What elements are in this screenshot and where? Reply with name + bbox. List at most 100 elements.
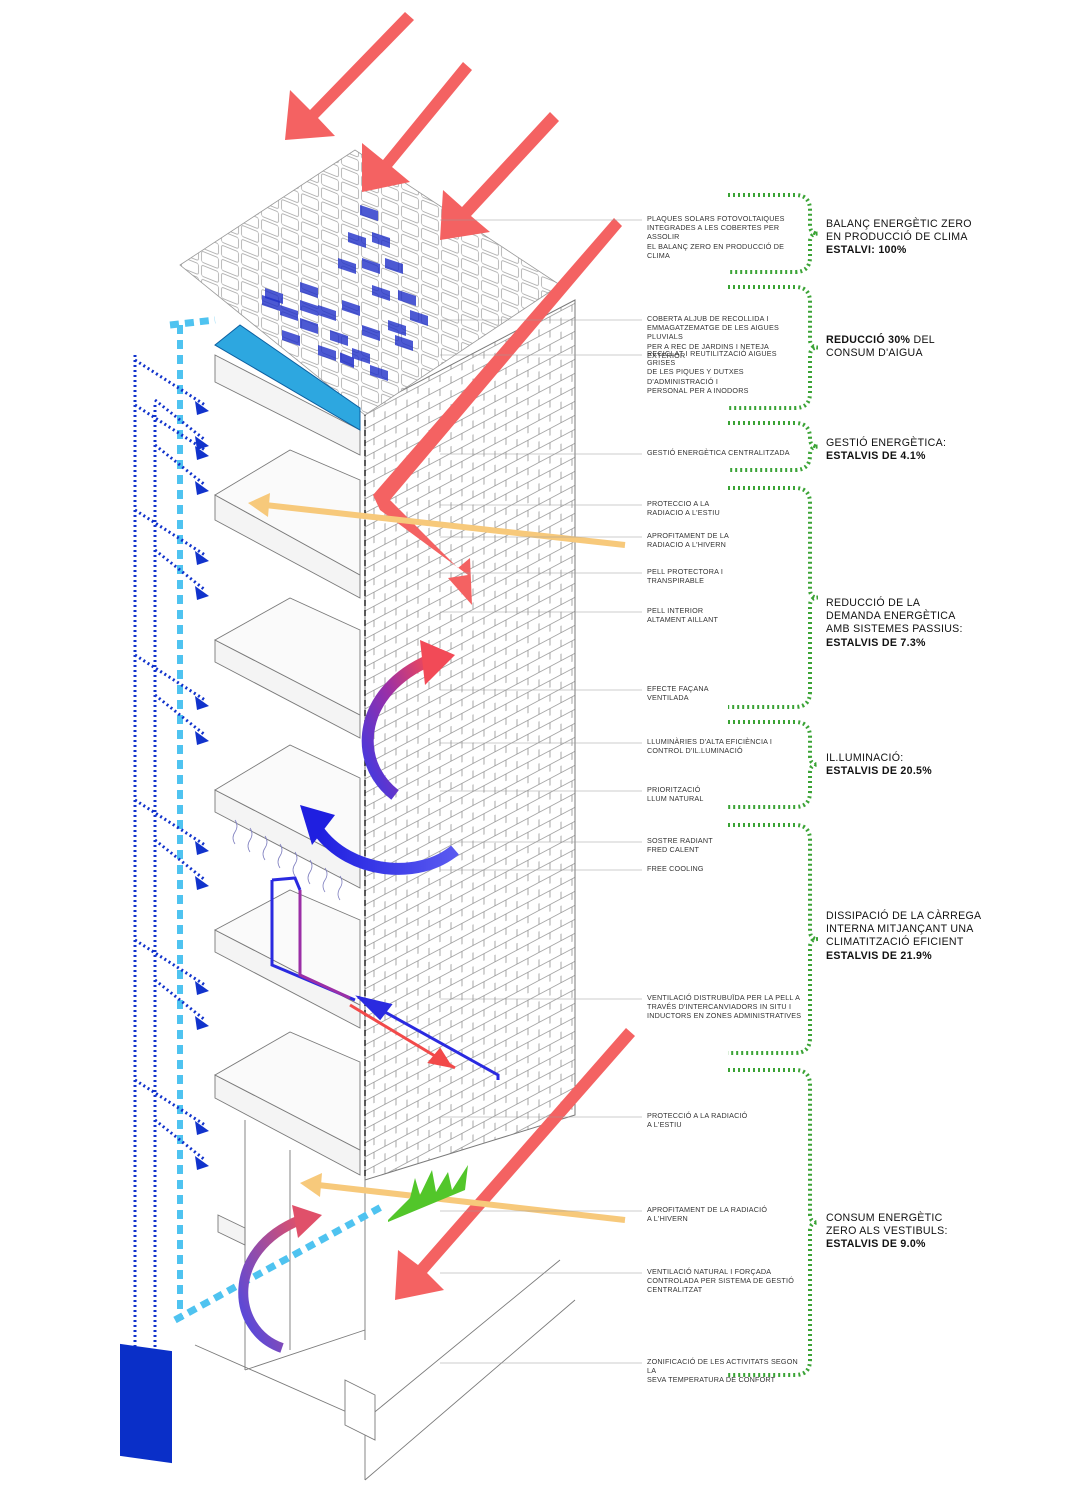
pv-cell	[362, 325, 380, 341]
rain-outlet-icon	[195, 841, 209, 855]
building-floors	[194, 354, 576, 1481]
sun-ray-arrow-icon	[440, 112, 559, 240]
summary-line: CONSUM ENERGÈTIC	[826, 1212, 1026, 1225]
summary-brackets	[728, 193, 819, 1377]
summary-line: CONSUM D'AIGUA	[826, 347, 1026, 360]
summary-line: ESTALVIS DE 7.3%	[826, 637, 1026, 650]
pv-cell	[265, 288, 283, 304]
summary-s3: GESTIÓ ENERGÈTICA:ESTALVIS DE 4.1%	[826, 437, 1026, 463]
summary-text-rest: DEL	[910, 334, 936, 346]
rain-branch-pipe	[134, 403, 206, 452]
pv-cell	[342, 300, 360, 316]
pv-cell	[300, 318, 318, 334]
summary-line: CLIMATITZACIÓ EFICIENT	[826, 936, 1026, 949]
summary-line: DISSIPACIÓ DE LA CÀRREGA	[826, 910, 1026, 923]
rain-branch-pipe	[134, 508, 206, 557]
rain-outlet-icon	[195, 876, 209, 890]
callout-grey: RECICLAT I REUTILITZACIÓ AIGUES GRISES D…	[647, 349, 777, 395]
summary-text: ESTALVIS DE 4.1%	[826, 450, 926, 463]
pv-cell	[300, 300, 318, 316]
pv-cell	[388, 320, 406, 336]
summary-text: GESTIÓ ENERGÈTICA:	[826, 437, 947, 449]
summary-text: ZERO ALS VESTIBULS:	[826, 1225, 948, 1238]
bracket-icon	[728, 823, 819, 1055]
callout-ventnat: VENTILACIÓ NATURAL I FORÇADA CONTROLADA …	[647, 1267, 794, 1295]
summary-text: REDUCCIÓ DE LA	[826, 597, 921, 609]
rainwater-tank-icon	[120, 1343, 172, 1464]
summary-line: REDUCCIÓ DE LA	[826, 597, 1026, 610]
ventilation-dashed-line	[173, 1201, 387, 1324]
rain-branch-pipe	[154, 548, 206, 592]
summary-text: ESTALVIS DE 21.9%	[826, 949, 932, 962]
summary-line: ESTALVIS DE 9.0%	[826, 1238, 1026, 1251]
rain-outlet-icon	[195, 551, 209, 565]
rain-branches	[134, 358, 209, 1170]
summary-text: CLIMATITZACIÓ EFICIENT	[826, 936, 964, 949]
sun-ray-arrow-icon	[362, 62, 472, 192]
summary-text: EN PRODUCCIÓ DE CLIMA	[826, 231, 968, 244]
rain-outlet-icon	[195, 696, 209, 710]
pv-cell	[262, 295, 280, 311]
callout-zon: ZONIFICACIÓ DE LES ACTIVITATS SEGON LA S…	[647, 1357, 798, 1385]
callout-prot1: PROTECCIO A LA RADIACIO A L'ESTIU	[647, 499, 720, 518]
rain-branch-pipe	[134, 358, 206, 407]
rain-outlet-icon	[195, 981, 209, 995]
pv-cell	[395, 335, 413, 351]
rain-outlet-icon	[195, 586, 209, 600]
pv-cell	[360, 205, 378, 221]
pv-cell	[370, 365, 388, 381]
summary-line: ESTALVIS DE 21.9%	[826, 950, 1026, 963]
callout-facana: EFECTE FAÇANA VENTILADA	[647, 684, 709, 703]
summary-line: AMB SISTEMES PASSIUS:	[826, 623, 1026, 636]
pv-cell	[372, 232, 390, 248]
rain-branch-pipe	[154, 838, 206, 882]
bracket-icon	[728, 486, 819, 709]
callout-apro1: APROFITAMENT DE LA RADIACIO A L'HIVERN	[647, 531, 730, 550]
rain-branch-pipe	[134, 653, 206, 702]
summary-text: CONSUM ENERGÈTIC	[826, 1212, 943, 1224]
callout-pell1: PELL PROTECTORA I TRANSPIRABLE	[647, 567, 724, 586]
rain-branch-pipe	[154, 693, 206, 737]
rain-branch-pipe	[134, 938, 206, 987]
rain-branch-pipe	[134, 1078, 206, 1127]
summary-line: ESTALVI: 100%	[826, 244, 1026, 257]
callout-pv: PLAQUES SOLARS FOTOVOLTAIQUES INTEGRADES…	[647, 214, 785, 260]
summary-line: ZERO ALS VESTIBULS:	[826, 1225, 1026, 1238]
summary-text: ESTALVIS DE 7.3%	[826, 636, 926, 649]
pv-cell	[410, 310, 428, 326]
rain-downpipe	[133, 316, 216, 1355]
pv-cell	[282, 330, 300, 346]
ventilated-facade-arrow-icon	[361, 640, 455, 800]
pv-cell	[398, 290, 416, 306]
summary-text: ESTALVIS DE 9.0%	[826, 1238, 926, 1251]
rain-branch-pipe	[154, 443, 206, 487]
summary-text: CONSUM D'AIGUA	[826, 347, 923, 360]
winter-sun-arrow-icon	[300, 1173, 626, 1223]
callout-lum: LLUMINÀRIES D'ALTA EFICIÈNCIA I CONTROL …	[647, 737, 773, 756]
pv-cell	[352, 348, 370, 364]
sun-ray-arrow-icon	[395, 1028, 635, 1300]
rain-outlet-icon	[195, 731, 209, 745]
distributed-ventilation-icon	[270, 876, 500, 1080]
summary-line: INTERNA MITJANÇANT UNA	[826, 923, 1026, 936]
summary-line: BALANÇ ENERGÈTIC ZERO	[826, 218, 1026, 231]
rain-outlet-icon	[195, 401, 209, 415]
rain-outlet-icon	[195, 1016, 209, 1030]
callout-vent: VENTILACIÓ DISTRUBUÏDA PER LA PELL A TRA…	[647, 993, 802, 1021]
vestibule-arrow-icon	[238, 1205, 322, 1353]
callout-apro2: APROFITAMENT DE LA RADIACIÓ A L'HIVERN	[647, 1205, 768, 1224]
callout-roof: COBERTA ALJUB DE RECOLLIDA I EMMAGATZEMA…	[647, 314, 779, 360]
pv-cell	[330, 330, 348, 346]
pv-cell	[280, 305, 298, 321]
grass-tuft-icon	[388, 1165, 468, 1222]
rain-outlet-icon	[195, 446, 209, 460]
facade-skin	[364, 299, 576, 1181]
pv-cell	[300, 282, 318, 298]
summary-text: ESTALVIS DE 20.5%	[826, 765, 932, 778]
summary-line: REDUCCIÓ 30% DEL	[826, 334, 1026, 347]
